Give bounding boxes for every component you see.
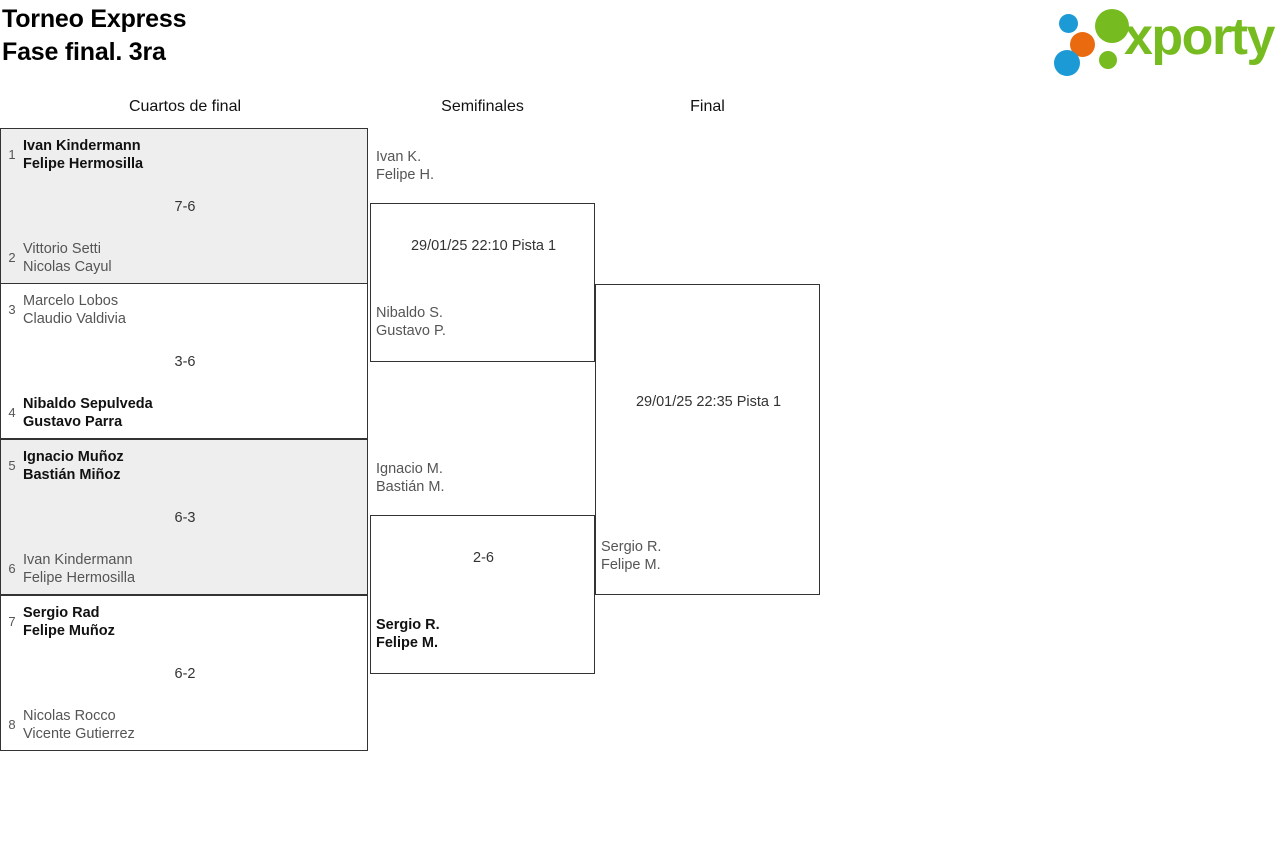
seed-number: 5 (8, 458, 16, 473)
match-score: 3-6 (174, 354, 196, 370)
team-names: Ivan Kindermann Felipe Hermosilla (23, 552, 136, 586)
team-names: Ivan K. Felipe H. (376, 149, 435, 183)
match-score: 2-6 (473, 550, 494, 566)
seed-number: 7 (8, 614, 16, 629)
match-slot-top[interactable]: 5 Ignacio Muñoz Bastián Miñoz (1, 448, 124, 484)
team-names: Sergio R. Felipe M. (601, 539, 662, 573)
match-score: 6-3 (174, 510, 196, 526)
page-title: Torneo Express Fase final. 3ra (2, 5, 187, 66)
logo-dot-blue-bottom (1054, 50, 1080, 76)
seed-number: 2 (8, 250, 16, 265)
match-slot-top[interactable]: 3 Marcelo Lobos Claudio Valdivia (1, 292, 126, 328)
logo-dot-blue-top (1059, 14, 1078, 33)
team-names: Sergio R. Felipe M. (376, 617, 440, 651)
match-quarterfinal-1[interactable]: 1 Ivan Kindermann Felipe Hermosilla 7-6 … (0, 128, 368, 284)
round-header-semifinals: Semifinales (441, 98, 524, 115)
match-semifinal-2[interactable]: 2-6 (370, 515, 595, 674)
match-quarterfinal-2[interactable]: 3 Marcelo Lobos Claudio Valdivia 3-6 4 N… (0, 283, 368, 439)
team-names: Ignacio Muñoz Bastián Miñoz (23, 449, 124, 483)
match-schedule: 29/01/25 22:10 Pista 1 (410, 238, 557, 254)
seed-number: 4 (8, 405, 16, 420)
page-header: Torneo Express Fase final. 3ra xporty (0, 0, 1280, 88)
team-names: Nibaldo Sepulveda Gustavo Parra (23, 396, 153, 430)
match-slot-bottom[interactable]: 4 Nibaldo Sepulveda Gustavo Parra (1, 395, 153, 431)
seed-number: 1 (8, 147, 16, 162)
round-header-quarterfinals: Cuartos de final (128, 98, 242, 115)
match-slot-top[interactable]: 7 Sergio Rad Felipe Muñoz (1, 604, 115, 640)
match-schedule: 29/01/25 22:35 Pista 1 (635, 394, 782, 410)
team-names: Marcelo Lobos Claudio Valdivia (23, 293, 126, 327)
semifinal-1-slot-top[interactable]: Ivan K. Felipe H. (370, 148, 434, 184)
match-quarterfinal-4[interactable]: 7 Sergio Rad Felipe Muñoz 6-2 8 Nicolas … (0, 595, 368, 751)
seed-number: 6 (8, 561, 16, 576)
round-header-final: Final (690, 98, 725, 115)
team-names: Vittorio Setti Nicolas Cayul (23, 241, 112, 275)
team-names: Nibaldo S. Gustavo P. (376, 305, 446, 339)
team-names: Ignacio M. Bastián M. (376, 461, 445, 495)
logo-wordmark: xporty (1124, 8, 1275, 66)
match-slot-bottom[interactable]: 8 Nicolas Rocco Vicente Gutierrez (1, 707, 135, 743)
semifinal-2-slot-bottom[interactable]: Sergio R. Felipe M. (370, 616, 440, 652)
semifinal-2-slot-top[interactable]: Ignacio M. Bastián M. (370, 460, 445, 496)
match-slot-bottom[interactable]: 2 Vittorio Setti Nicolas Cayul (1, 240, 112, 276)
match-slot-bottom[interactable]: 6 Ivan Kindermann Felipe Hermosilla (1, 551, 135, 587)
logo-dot-green-large (1095, 9, 1129, 43)
seed-number: 8 (8, 717, 16, 732)
match-score: 7-6 (174, 199, 196, 215)
xporty-logo: xporty (1052, 7, 1276, 76)
match-slot-top[interactable]: 1 Ivan Kindermann Felipe Hermosilla (1, 137, 143, 173)
team-names: Ivan Kindermann Felipe Hermosilla (23, 138, 144, 172)
match-semifinal-1[interactable]: 29/01/25 22:10 Pista 1 (370, 203, 595, 362)
seed-number: 3 (8, 302, 16, 317)
match-score: 6-2 (174, 666, 196, 682)
logo-dot-green-small (1099, 51, 1117, 69)
match-final[interactable]: 29/01/25 22:35 Pista 1 (595, 284, 820, 595)
match-quarterfinal-3[interactable]: 5 Ignacio Muñoz Bastián Miñoz 6-3 6 Ivan… (0, 439, 368, 595)
semifinal-1-slot-bottom[interactable]: Nibaldo S. Gustavo P. (370, 304, 446, 340)
final-slot-bottom[interactable]: Sergio R. Felipe M. (595, 538, 661, 574)
team-names: Nicolas Rocco Vicente Gutierrez (23, 708, 135, 742)
team-names: Sergio Rad Felipe Muñoz (23, 605, 115, 639)
